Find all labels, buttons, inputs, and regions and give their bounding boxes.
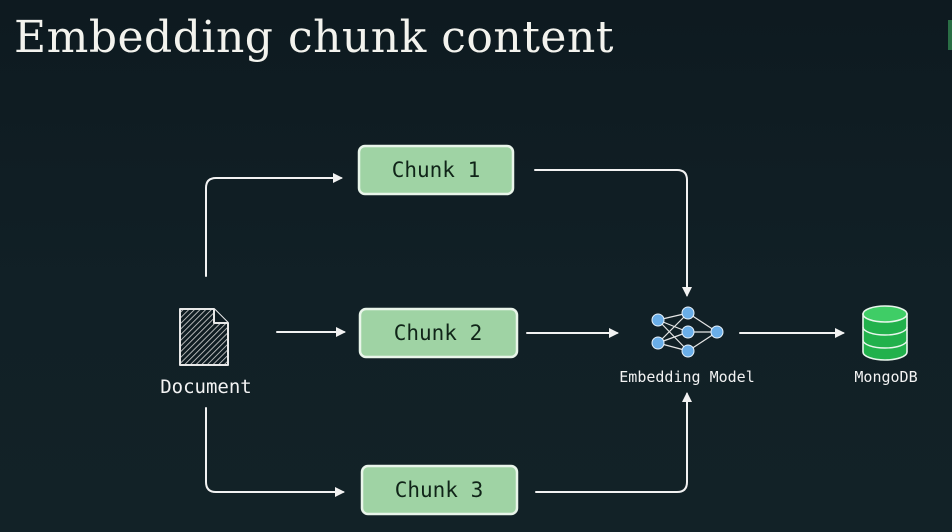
chunk-3-node: Chunk 3 <box>360 464 519 516</box>
slide-title: Embedding chunk content <box>14 12 614 63</box>
arrow-document-to-chunk-1 <box>205 173 343 277</box>
chunk-3-box <box>360 464 519 516</box>
chunk-2-box <box>358 307 519 359</box>
edge-marker <box>948 20 952 50</box>
arrow-document-to-chunk-3 <box>205 407 345 497</box>
neural-network-icon <box>651 306 724 358</box>
chunk-2-node: Chunk 2 <box>358 307 519 359</box>
mongodb-label: MongoDB <box>854 368 917 386</box>
document-label: Document <box>160 376 252 398</box>
chunk-1-label: Chunk 1 <box>392 158 481 182</box>
chunk-1-node: Chunk 1 <box>357 144 515 196</box>
chunk-1-box <box>357 144 515 196</box>
chunk-3-label: Chunk 3 <box>395 478 484 502</box>
arrow-chunk-1-to-model <box>534 169 692 297</box>
document-icon <box>179 308 229 366</box>
embedding-model-label: Embedding Model <box>619 368 754 386</box>
database-icon <box>862 305 908 361</box>
arrow-chunk-3-to-model <box>535 392 692 493</box>
chunk-2-label: Chunk 2 <box>394 321 483 345</box>
